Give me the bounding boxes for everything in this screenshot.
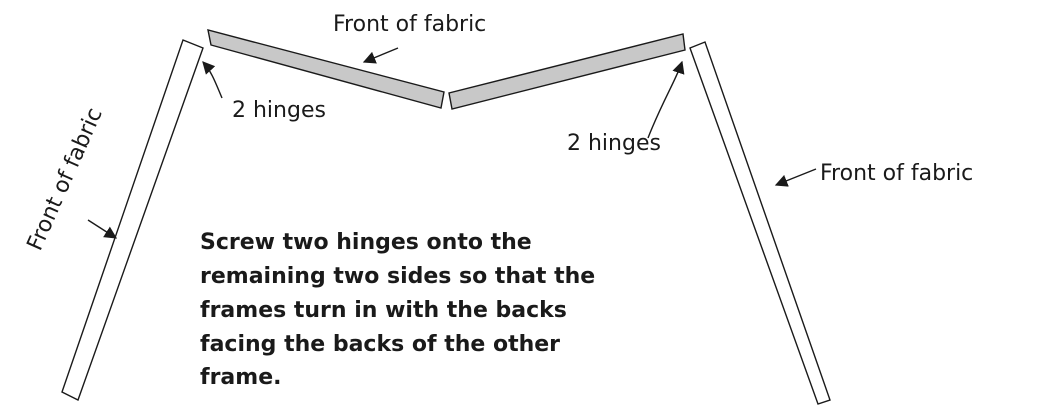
right-frame-panel <box>689 41 831 405</box>
arrow-front-right <box>774 168 817 187</box>
arrow-front-top <box>362 47 399 64</box>
top-left-panel <box>207 29 445 109</box>
arrow-hinges-left <box>202 61 223 99</box>
arrow-hinges-right <box>647 60 685 139</box>
label-front-left: Front of fabric <box>23 104 108 254</box>
label-hinges-left: 2 hinges <box>232 98 326 123</box>
instruction-line-1: Screw two hinges onto the <box>200 230 532 255</box>
instruction-line-2: remaining two sides so that the <box>200 264 595 289</box>
top-right-panel <box>448 33 686 110</box>
instruction-line-5: frame. <box>200 365 281 390</box>
arrow-front-left <box>87 219 118 239</box>
label-front-top: Front of fabric <box>333 12 486 37</box>
label-hinges-right: 2 hinges <box>567 131 661 156</box>
instruction-line-3: frames turn in with the backs <box>200 298 567 323</box>
left-frame-panel <box>61 39 204 401</box>
instruction-line-4: facing the backs of the other <box>200 332 560 357</box>
label-front-right: Front of fabric <box>820 161 973 186</box>
